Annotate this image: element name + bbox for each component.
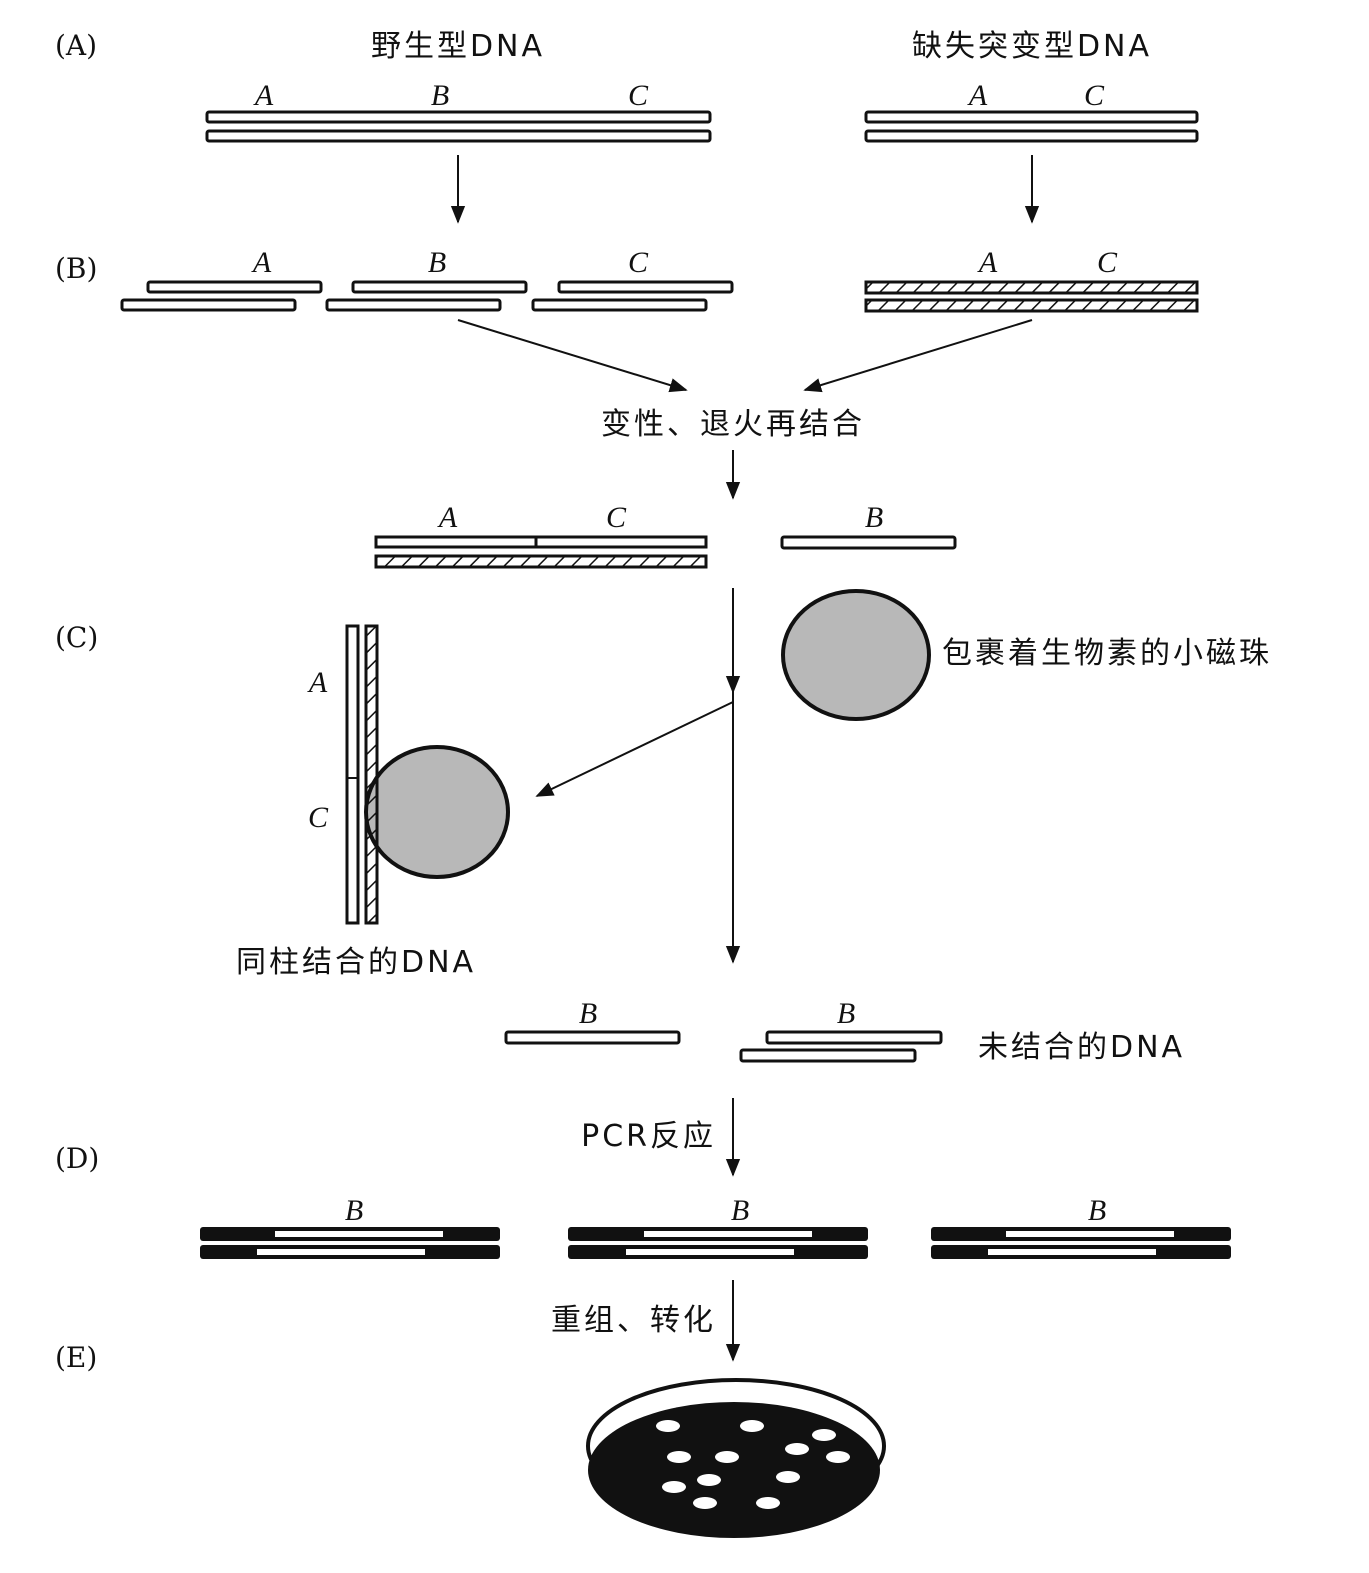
biotin-bead	[781, 589, 931, 721]
wt-label-c: C	[628, 79, 649, 112]
wt-label-b: B	[431, 79, 449, 112]
unbound-duplex-bottom	[739, 1048, 917, 1063]
wt-label-a: A	[253, 79, 274, 112]
panel-label-e: (E)	[55, 1341, 97, 1374]
denature-anneal-caption: 变性、退火再结合	[601, 407, 865, 442]
pcr1-label-b: B	[345, 1194, 363, 1227]
recombine-caption: 重组、转化	[551, 1303, 716, 1338]
bound-complex: A C	[307, 624, 510, 925]
petri-dish-medium	[588, 1402, 880, 1538]
wt-fragments: A B C	[120, 246, 734, 312]
colony	[776, 1471, 800, 1483]
fragment-a-top	[146, 280, 323, 294]
fragment-c-top	[557, 280, 734, 294]
pcr-caption: PCR反应	[581, 1119, 716, 1154]
bound-label-c: C	[308, 801, 329, 834]
colony	[785, 1443, 809, 1455]
panel-label-a: (A)	[55, 29, 97, 62]
pcr-product-3: B	[931, 1194, 1231, 1259]
bacterial-colonies	[656, 1420, 850, 1509]
colony	[812, 1429, 836, 1441]
colony	[656, 1420, 680, 1432]
free-label-b: B	[865, 501, 883, 534]
fragment-a-bottom	[120, 298, 297, 312]
pcr1-insert-top	[275, 1231, 443, 1237]
arrow-hatched-to-mix	[803, 319, 1033, 393]
bead-caption: 包裹着生物素的小磁珠	[942, 636, 1272, 671]
mut-strand-bottom	[864, 129, 1199, 143]
arrow-to-bound	[535, 701, 734, 797]
hatch-label-a: A	[977, 246, 998, 279]
bound-label-a: A	[307, 666, 328, 699]
wild-type-title: 野生型DNA	[371, 29, 545, 64]
fragment-c-bottom	[531, 298, 708, 312]
pcr2-label-b: B	[731, 1194, 749, 1227]
mut-label-c: C	[1084, 79, 1105, 112]
fragment-b-bottom	[325, 298, 502, 312]
pcr2-insert-bottom	[626, 1249, 794, 1255]
panel-label-c: (C)	[55, 621, 98, 654]
mutant-hatched-duplex: A C	[864, 246, 1199, 313]
hybrid-strand-c	[534, 535, 708, 549]
wt-strand-bottom	[205, 129, 712, 143]
deletion-mutant-title: 缺失突变型DNA	[912, 29, 1152, 64]
colony	[756, 1497, 780, 1509]
colony	[826, 1451, 850, 1463]
pcr2-insert-top	[644, 1231, 812, 1237]
unbound-single-b	[504, 1030, 681, 1045]
colony	[662, 1481, 686, 1493]
pcr1-insert-bottom	[257, 1249, 425, 1255]
hatched-strand-bottom	[864, 298, 1199, 313]
arrow-fragments-to-mix	[457, 319, 688, 393]
petri-dish	[586, 1378, 886, 1538]
bound-strand-white	[345, 624, 360, 925]
colony	[697, 1474, 721, 1486]
colony	[693, 1497, 717, 1509]
wt-strand-top	[205, 110, 712, 124]
hybrid-duplex: A C	[374, 501, 708, 569]
hybrid-label-a: A	[437, 501, 458, 534]
unbound-label-b2: B	[837, 997, 855, 1030]
frag-label-a: A	[251, 246, 272, 279]
unbound-dna: B B	[504, 997, 943, 1063]
hatched-strand-top	[864, 280, 1199, 295]
free-b-single-strand	[780, 535, 957, 550]
bound-caption: 同柱结合的DNA	[236, 945, 476, 980]
hatch-label-c: C	[1097, 246, 1118, 279]
hybrid-strand-a	[374, 535, 538, 549]
bound-strand-hatched	[364, 624, 379, 925]
colony	[740, 1420, 764, 1432]
frag-label-b: B	[428, 246, 446, 279]
pcr3-insert-bottom	[988, 1249, 1156, 1255]
panel-label-b: (B)	[55, 252, 97, 285]
panel-label-d: (D)	[55, 1142, 99, 1175]
colony	[715, 1451, 739, 1463]
mut-strand-top	[864, 110, 1199, 124]
mut-label-a: A	[967, 79, 988, 112]
pcr3-label-b: B	[1088, 1194, 1106, 1227]
pcr3-insert-top	[1006, 1231, 1174, 1237]
colony	[667, 1451, 691, 1463]
mutant-duplex: A C	[864, 79, 1199, 143]
frag-label-c: C	[628, 246, 649, 279]
wild-type-duplex: A B C	[205, 79, 712, 143]
unbound-duplex-top	[765, 1030, 943, 1045]
free-b-strand: B	[780, 501, 957, 550]
bound-bead	[364, 745, 510, 879]
fragment-b-top	[351, 280, 528, 294]
unbound-caption: 未结合的DNA	[978, 1030, 1185, 1065]
hybrid-label-c: C	[606, 501, 627, 534]
pcr-product-1: B	[200, 1194, 500, 1259]
unbound-label-b1: B	[579, 997, 597, 1030]
hybrid-hatched-strand	[374, 554, 708, 569]
pcr-product-2: B	[568, 1194, 868, 1259]
